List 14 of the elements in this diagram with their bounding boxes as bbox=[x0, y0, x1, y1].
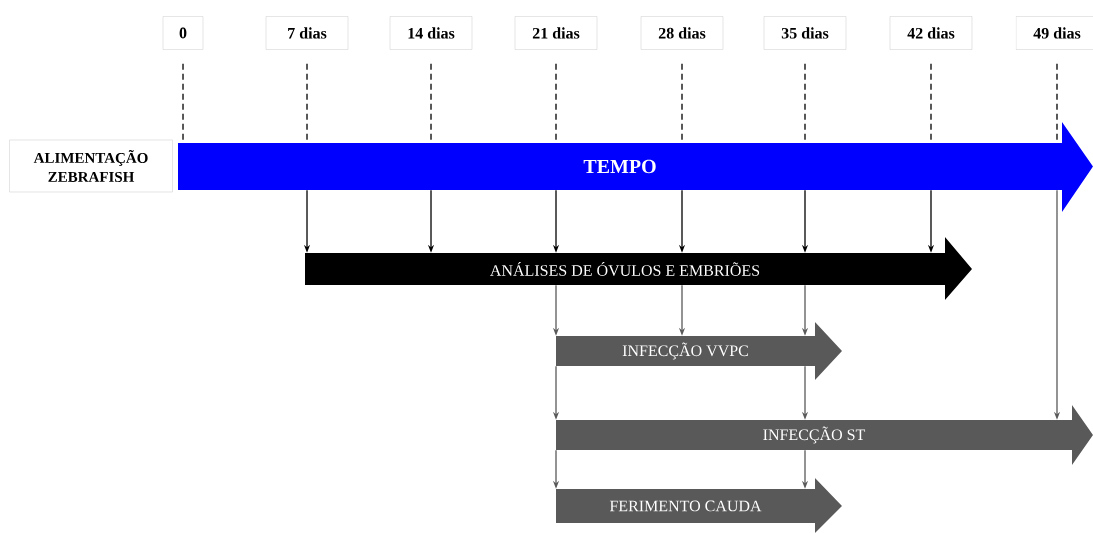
arrow-bar: INFECÇÃO VVPC bbox=[556, 322, 842, 380]
day-label-box: 21 dias bbox=[514, 16, 598, 50]
arrow-bar: FERIMENTO CAUDA bbox=[556, 478, 842, 533]
day-label-box: 7 dias bbox=[265, 16, 349, 50]
day-label-box: 42 dias bbox=[889, 16, 973, 50]
day-label-box: 28 dias bbox=[640, 16, 724, 50]
arrow-bar: INFECÇÃO ST bbox=[556, 405, 1093, 465]
arrow-bar: ANÁLISES DE ÓVULOS E EMBRIÕES bbox=[305, 237, 972, 300]
label-box: ALIMENTAÇÃO ZEBRAFISH bbox=[9, 139, 173, 193]
day-label-box: 14 dias bbox=[389, 16, 473, 50]
day-label-box: 35 dias bbox=[763, 16, 847, 50]
arrow-bar: TEMPO bbox=[178, 122, 1093, 212]
day-label-box: 49 dias bbox=[1015, 16, 1093, 50]
day-label-box: 0 bbox=[162, 16, 204, 50]
